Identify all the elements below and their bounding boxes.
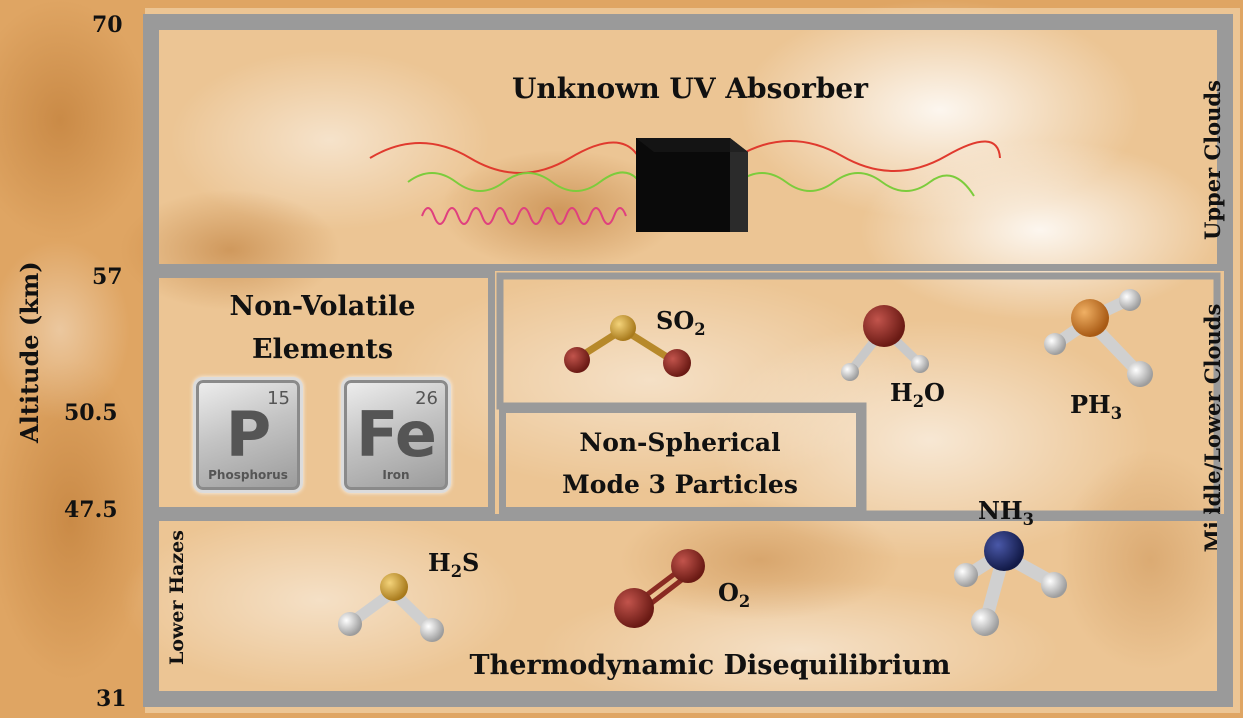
non-spherical-panel [499,406,863,514]
black-cube [636,138,748,232]
uv-absorber-title: Unknown UV Absorber [512,72,868,105]
non-volatile-title-1: Non-Volatile [229,291,416,322]
red-wave-right [737,140,1001,172]
ph3-molecule [1044,289,1153,387]
phosphorus-name: Phosphorus [208,468,288,482]
upper-clouds-panel [152,23,1224,271]
phosphorus-number: 15 [267,388,290,409]
non-spherical-title-2: Mode 3 Particles [562,470,798,499]
iron-tile: 26 Fe Iron [341,377,451,493]
o2-label: O2 [718,578,751,611]
ph3-label: PH3 [1070,390,1123,423]
o2-molecule [614,549,705,628]
tick-57: 57 [92,264,123,290]
non-volatile-panel [152,271,495,514]
h2s-molecule [338,573,444,642]
so2-molecule [564,315,691,377]
h2s-label: H2S [428,548,480,581]
phosphorus-symbol: P [225,398,271,471]
tick-31: 31 [96,686,127,712]
nh3-label: NH3 [978,496,1034,529]
iron-number: 26 [415,388,438,409]
outer-frame [143,14,1233,707]
green-wave-left [407,171,639,192]
red-wave-left [369,141,639,174]
non-spherical-title-1: Non-Spherical [579,428,781,457]
pink-wave-left [421,207,627,225]
lower-hazes-panel [152,514,1224,698]
phosphorus-tile: 15 P Phosphorus [193,377,303,493]
nh3-molecule [954,531,1067,636]
h2o-molecule [841,305,929,381]
thermo-disequilibrium-title: Thermodynamic Disequilibrium [469,650,951,681]
uv-absorption-illustration [369,138,1001,232]
non-volatile-title-2: Elements [251,334,394,365]
so2-label: SO2 [656,306,706,339]
iron-symbol: Fe [356,398,437,471]
tick-47-5: 47.5 [64,497,118,523]
green-wave-right [737,172,975,197]
tick-50-5: 50.5 [64,400,118,426]
tick-70: 70 [92,12,123,38]
h2o-label: H2O [890,378,945,411]
iron-name: Iron [382,468,410,482]
